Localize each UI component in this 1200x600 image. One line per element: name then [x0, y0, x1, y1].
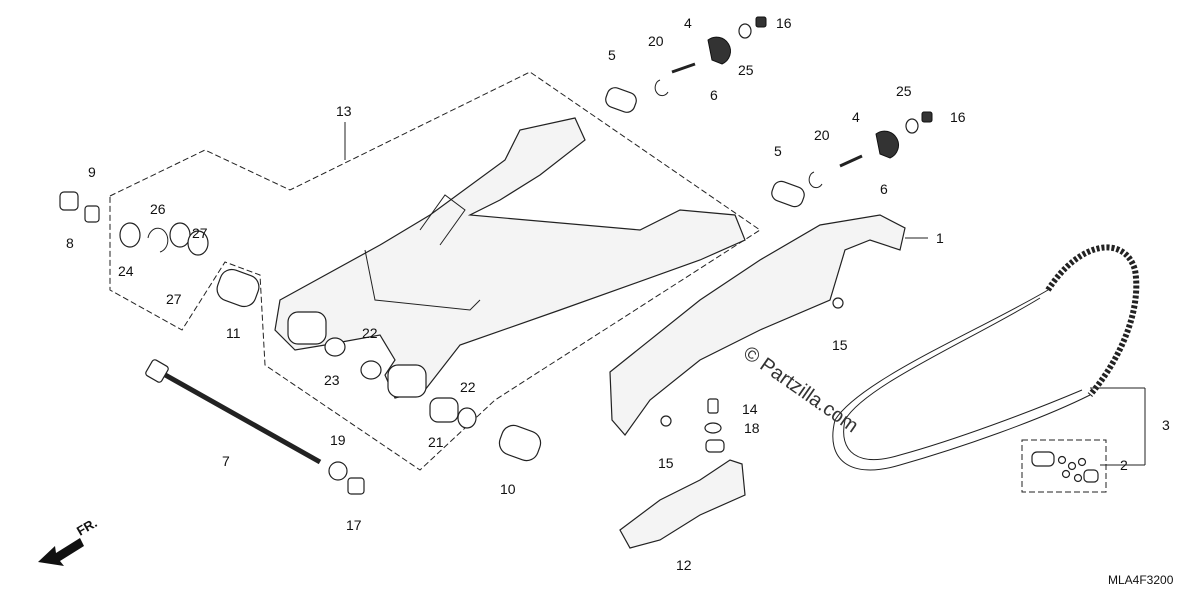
part-15-bolt-upper — [832, 297, 844, 309]
label-20b: 20 — [814, 127, 830, 143]
part-11-collar — [216, 268, 260, 308]
part-16-nut-right — [921, 111, 933, 123]
label-3: 3 — [1162, 417, 1170, 433]
diagram-code: MLA4F3200 — [1108, 573, 1174, 587]
part-3-drive-chain — [1045, 244, 1140, 397]
part-7-bolt-head — [145, 359, 169, 383]
label-22a: 22 — [362, 325, 378, 341]
part-22-seal-b — [457, 407, 477, 429]
label-19: 19 — [330, 432, 346, 448]
swingarm-group-outline — [109, 71, 761, 471]
label-4b: 4 — [852, 109, 860, 125]
label-24: 24 — [118, 263, 134, 279]
front-arrow-icon — [38, 538, 84, 566]
bearing-group-left — [59, 191, 209, 256]
label-11: 11 — [226, 325, 241, 341]
part-24-seal — [119, 222, 141, 248]
part-7-pivot-bolt — [158, 369, 322, 465]
part-4-bolt-top — [671, 62, 696, 74]
label-5b: 5 — [774, 143, 782, 159]
label-27b: 27 — [166, 291, 182, 307]
part-10-collar — [498, 424, 542, 462]
label-21: 21 — [428, 434, 444, 450]
label-16a: 16 — [776, 15, 792, 31]
swingarm-pivot-right — [387, 364, 427, 398]
label-9: 9 — [88, 164, 96, 180]
part-12-slider-mount — [705, 439, 725, 453]
label-20a: 20 — [648, 33, 664, 49]
label-6a: 6 — [710, 87, 718, 103]
label-25b: 25 — [896, 83, 912, 99]
label-6b: 6 — [880, 181, 888, 197]
part-3-chain-loop — [832, 289, 1091, 471]
part-18-washer — [704, 422, 722, 434]
part-6-cam-top — [707, 36, 731, 65]
label-10: 10 — [500, 481, 516, 497]
part-12-chain-slider — [619, 459, 746, 549]
label-12: 12 — [676, 557, 692, 573]
part-4-bolt-right — [839, 154, 863, 168]
part-26-circlip — [147, 227, 169, 253]
part-5-adjuster-top — [605, 87, 637, 113]
label-1: 1 — [936, 230, 944, 246]
label-25a: 25 — [738, 62, 754, 78]
part-27-bearing-b — [187, 230, 209, 256]
part-16-nut-top — [755, 16, 767, 28]
label-23: 23 — [324, 372, 340, 388]
part-20-clip-top — [654, 79, 669, 97]
label-2: 2 — [1120, 457, 1128, 473]
part-9-collar — [84, 205, 100, 223]
front-indicator-label: FR. — [74, 515, 100, 538]
label-8: 8 — [66, 235, 74, 251]
label-16b: 16 — [950, 109, 966, 125]
swingarm-pivot-left — [287, 311, 327, 345]
label-27a: 27 — [192, 225, 208, 241]
label-4a: 4 — [684, 15, 692, 31]
part-2-group-box — [1021, 439, 1107, 493]
part-2-master-link — [1031, 451, 1099, 483]
adjuster-group-top — [605, 16, 767, 113]
label-17: 17 — [346, 517, 362, 533]
part-15-bolt-lower — [660, 415, 672, 427]
label-13: 13 — [336, 103, 352, 119]
label-15b: 15 — [658, 455, 674, 471]
adjuster-group-right — [771, 111, 933, 208]
label-26: 26 — [150, 201, 166, 217]
part-1-chain-case — [609, 214, 906, 436]
part-8-nut — [59, 191, 79, 211]
part-6-cam-right — [875, 130, 899, 159]
part-19-washer — [328, 461, 348, 481]
label-22b: 22 — [460, 379, 476, 395]
part-17-nut — [347, 477, 365, 495]
part-23-seal — [324, 337, 346, 357]
label-14: 14 — [742, 401, 758, 417]
swingarm-bracket — [419, 194, 466, 246]
part-25-washer-top — [738, 23, 752, 39]
swingarm-crossmember — [364, 249, 481, 311]
part-5-adjuster-right — [771, 180, 805, 208]
label-18: 18 — [744, 420, 760, 436]
part-27-bearing-a — [169, 222, 191, 248]
label-7: 7 — [222, 453, 230, 469]
part-22-seal-a — [360, 360, 382, 380]
label-15a: 15 — [832, 337, 848, 353]
part-21-bushing — [429, 397, 459, 423]
part-14-bolt — [707, 398, 719, 414]
part-20-clip-right — [808, 171, 823, 189]
swingarm — [274, 117, 746, 399]
part-25-washer-right — [905, 118, 919, 134]
label-5a: 5 — [608, 47, 616, 63]
part-3-chain-loop-inner — [843, 297, 1083, 460]
